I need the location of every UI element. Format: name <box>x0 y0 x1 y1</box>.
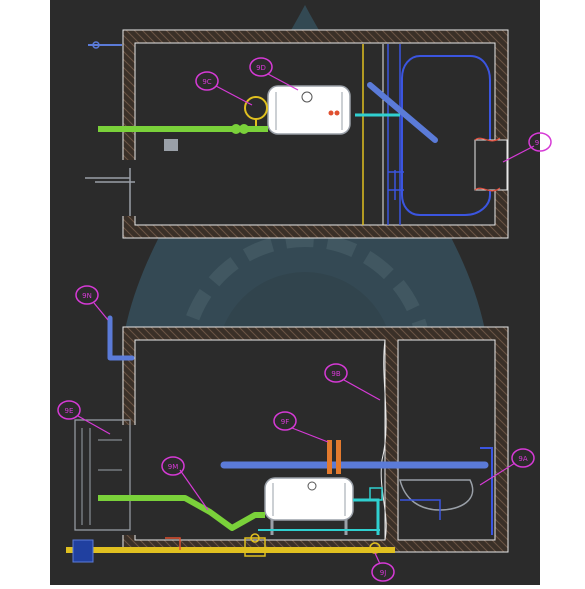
bottom-water-heater <box>264 477 354 521</box>
top-door-opening <box>118 160 138 216</box>
top-water-heater <box>267 85 351 135</box>
callout-9d-label: 9D <box>256 64 266 72</box>
break-marks <box>474 137 501 192</box>
callout-9a: 9A <box>479 448 535 486</box>
callout-9c-label: 9C <box>202 78 211 86</box>
flue-pipe-1 <box>327 440 332 474</box>
top-drain-fittings <box>388 170 404 200</box>
callout-9n: 9N <box>75 285 109 321</box>
callout-9n-label: 9N <box>82 292 92 300</box>
callout-9-cut-label: 9 <box>535 139 539 147</box>
bottom-plan <box>66 315 509 563</box>
top-plan <box>85 29 509 239</box>
top-wall-cut-box <box>474 139 508 191</box>
top-meter <box>164 139 178 151</box>
gas-meter <box>72 539 94 563</box>
callout-9m-label: 9M <box>168 463 179 471</box>
bottom-heater-gauge-icon <box>307 481 317 491</box>
callout-9c: 9C <box>195 71 253 106</box>
callout-9e-label: 9E <box>65 407 74 415</box>
heater-gauge-icon <box>301 91 313 103</box>
bathtub-outline <box>401 55 491 216</box>
bottom-room-interior-right <box>397 339 496 541</box>
callout-9-cut: 9 <box>502 132 552 163</box>
callout-9f: 9F <box>273 411 329 443</box>
callout-9m: 9M <box>161 456 209 511</box>
callout-9j-label: 9J <box>380 569 387 577</box>
callout-9b: 9B <box>324 363 381 401</box>
callout-9f-label: 9F <box>281 418 289 426</box>
callout-9b-label: 9B <box>331 370 340 378</box>
callout-9d: 9D <box>249 57 299 91</box>
top-diagonal-vent <box>367 82 438 143</box>
bottom-break-line <box>380 339 387 541</box>
callout-9e: 9E <box>57 400 111 435</box>
bottom-cabinet <box>74 419 131 531</box>
bottom-cold-supply <box>98 495 265 531</box>
top-vent-risers <box>387 44 401 225</box>
bottom-vent-riser-right <box>480 447 493 535</box>
top-door-frame <box>85 168 135 216</box>
callout-9a-label: 9A <box>518 455 527 463</box>
callout-9j: 9J <box>371 552 395 582</box>
flue-pipe-2 <box>336 440 341 474</box>
bottom-vent-riser <box>107 315 135 361</box>
